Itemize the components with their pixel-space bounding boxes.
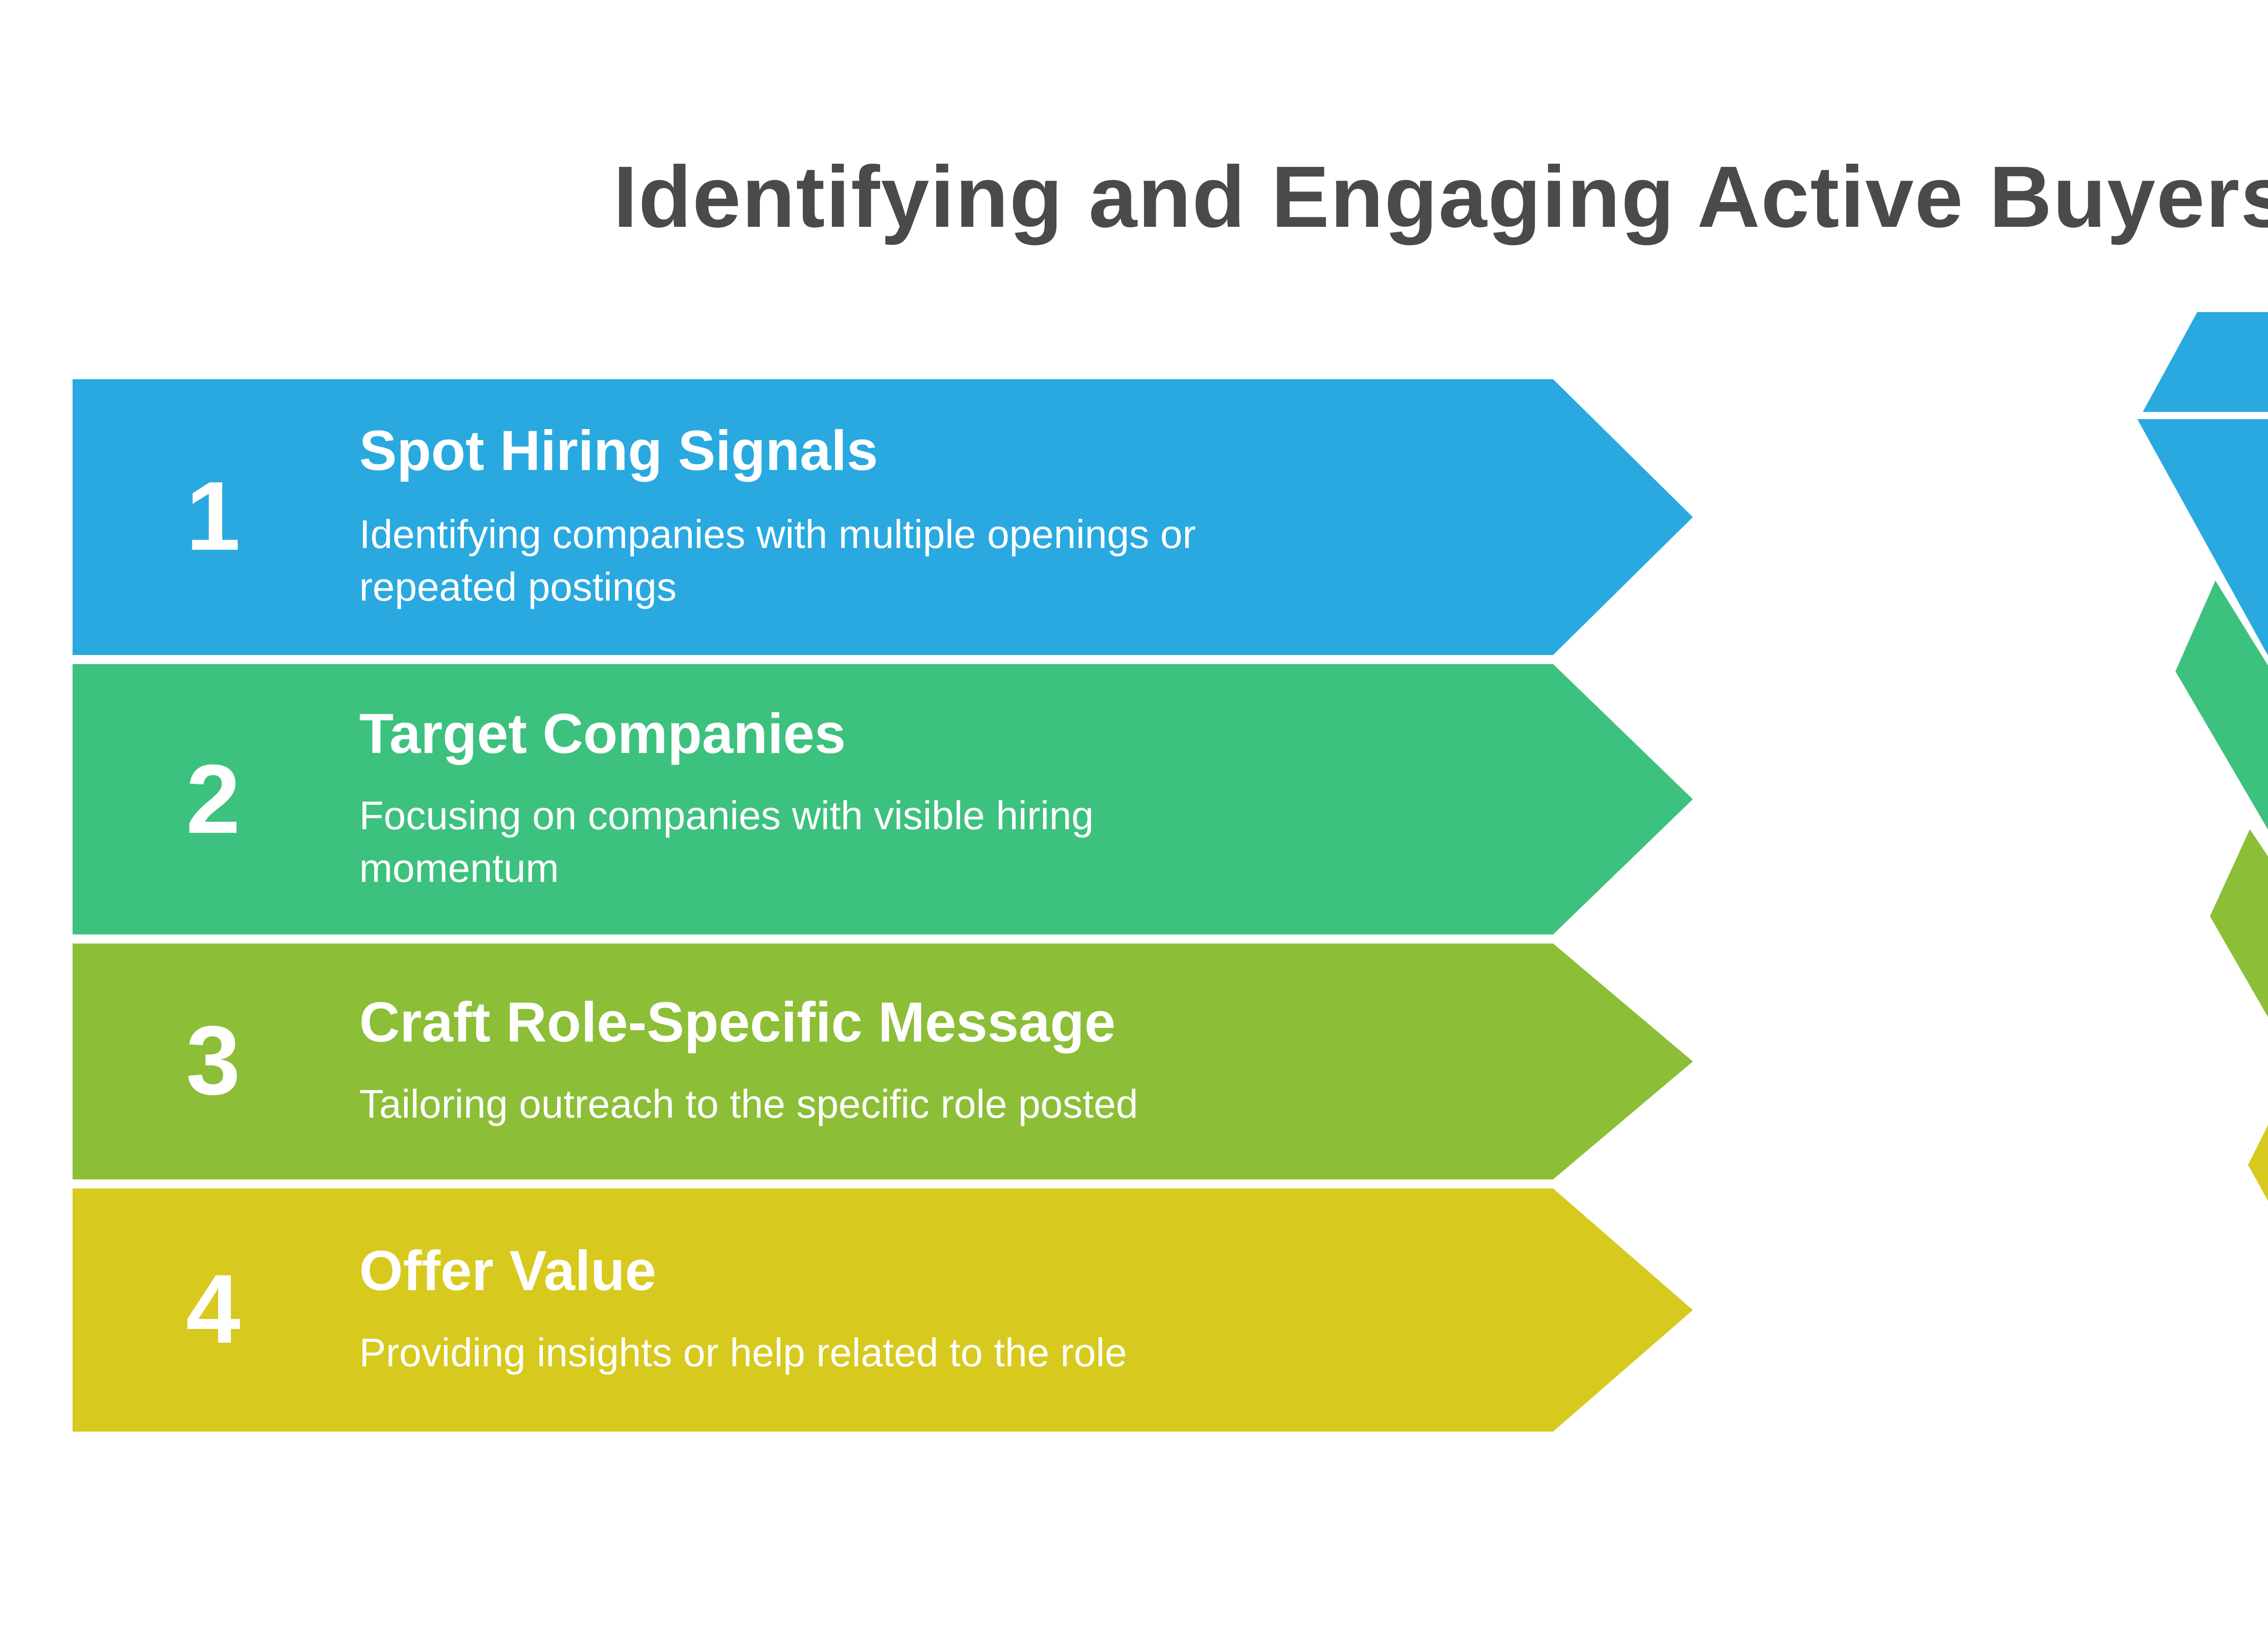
page-title: Identifying and Engaging Active Buyers — [613, 151, 2268, 247]
step-description-line: Focusing on companies with visible hirin… — [359, 793, 1094, 839]
step-number-4: 4 — [186, 1256, 241, 1364]
step-band-1: 1 Spot Hiring Signals Identifying compan… — [73, 379, 1693, 655]
step-content-3: Craft Role-Specific Message Tailoring ou… — [359, 944, 1321, 1179]
step-description-1: Identifying companies with multiple open… — [359, 508, 1321, 613]
step-heading-2: Target Companies — [359, 701, 846, 765]
step-content-2: Target Companies Focusing on companies w… — [359, 664, 1321, 934]
step-content-4: Offer Value Providing insights or help r… — [359, 1188, 1321, 1432]
step-description-line: repeated postings — [359, 564, 677, 610]
step-content-1: Spot Hiring Signals Identifying companie… — [359, 379, 1321, 655]
funnel-level-3 — [2210, 829, 2268, 1017]
step-band-3: 3 Craft Role-Specific Message Tailoring … — [73, 944, 1693, 1179]
step-description-4: Providing insights or help related to th… — [359, 1327, 1321, 1379]
funnel-graphic — [2137, 312, 2268, 1201]
step-description-line: momentum — [359, 846, 559, 892]
funnel-lid — [2143, 312, 2268, 412]
step-heading-3: Craft Role-Specific Message — [359, 990, 1116, 1054]
step-band-2: 2 Target Companies Focusing on companies… — [73, 664, 1693, 934]
step-number-3: 3 — [186, 1007, 241, 1116]
step-number-2: 2 — [186, 745, 241, 854]
step-description-2: Focusing on companies with visible hirin… — [359, 790, 1321, 895]
step-description-line: Identifying companies with multiple open… — [359, 511, 1196, 557]
step-number-1: 1 — [186, 463, 241, 572]
step-band-4: 4 Offer Value Providing insights or help… — [73, 1188, 1693, 1432]
step-heading-1: Spot Hiring Signals — [359, 419, 878, 483]
funnel-level-4 — [2248, 1125, 2268, 1201]
step-description-3: Tailoring outreach to the specific role … — [359, 1078, 1321, 1131]
funnel-level-2 — [2175, 581, 2268, 830]
step-description-line: Tailoring outreach to the specific role … — [359, 1082, 1138, 1128]
step-heading-4: Offer Value — [359, 1238, 656, 1302]
step-description-line: Providing insights or help related to th… — [359, 1330, 1127, 1376]
